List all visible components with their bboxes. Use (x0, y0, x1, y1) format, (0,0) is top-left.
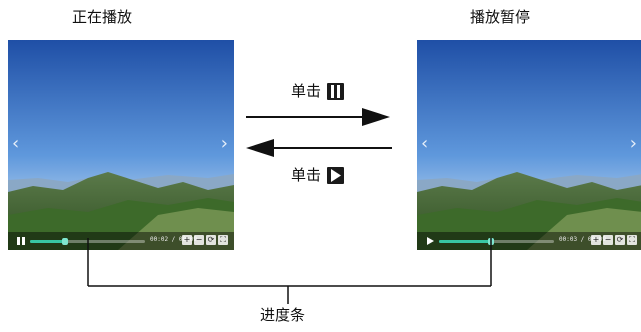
title-paused: 播放暂停 (470, 8, 531, 26)
progress-handle[interactable] (487, 238, 494, 245)
progress-bar-label: 进度条 (260, 306, 306, 324)
rotate-button[interactable]: ⟳ (206, 235, 216, 245)
video-control-bar: 00:02 / 00:09 + − ⟳ ⛶ (8, 232, 234, 250)
next-arrow-icon[interactable]: › (220, 133, 228, 154)
video-tool-buttons: + − ⟳ ⛶ (182, 235, 228, 245)
tap-text: 单击 (291, 82, 322, 100)
time-readout: 00:02 / 00:09 (150, 236, 197, 243)
previous-arrow-icon[interactable]: ‹ (421, 133, 429, 154)
next-arrow-icon[interactable]: › (629, 133, 637, 154)
tap-to-play-label: 单击 (291, 166, 345, 184)
pause-icon[interactable] (16, 236, 26, 246)
video-screenshot-playing: ‹ › 00:02 / 00:09 + − ⟳ ⛶ (8, 40, 234, 250)
zoom-out-button[interactable]: − (603, 235, 613, 245)
right-arrow (246, 108, 390, 126)
video-tool-buttons: + − ⟳ ⛶ (591, 235, 637, 245)
zoom-out-button[interactable]: − (194, 235, 204, 245)
left-arrow (246, 139, 392, 157)
progress-fill (30, 240, 65, 243)
zoom-in-button[interactable]: + (182, 235, 192, 245)
rotate-button[interactable]: ⟳ (615, 235, 625, 245)
mountain-landscape-image (8, 40, 234, 250)
tap-to-pause-label: 单击 (291, 82, 345, 100)
progress-handle[interactable] (61, 238, 68, 245)
video-screenshot-paused: ‹ › 00:03 / 00:09 + − ⟳ ⛶ (417, 40, 641, 250)
progress-fill (439, 240, 491, 243)
zoom-in-button[interactable]: + (591, 235, 601, 245)
previous-arrow-icon[interactable]: ‹ (12, 133, 20, 154)
time-readout: 00:03 / 00:09 (559, 236, 606, 243)
mountain-landscape-image (417, 40, 641, 250)
title-playing: 正在播放 (72, 8, 133, 26)
progress-bar[interactable] (439, 238, 554, 245)
fullscreen-button[interactable]: ⛶ (627, 235, 637, 245)
tap-text: 单击 (291, 166, 322, 184)
fullscreen-button[interactable]: ⛶ (218, 235, 228, 245)
play-icon (327, 166, 345, 184)
play-icon[interactable] (425, 236, 435, 246)
video-control-bar: 00:03 / 00:09 + − ⟳ ⛶ (417, 232, 641, 250)
pause-icon (327, 82, 345, 100)
progress-bar[interactable] (30, 238, 145, 245)
